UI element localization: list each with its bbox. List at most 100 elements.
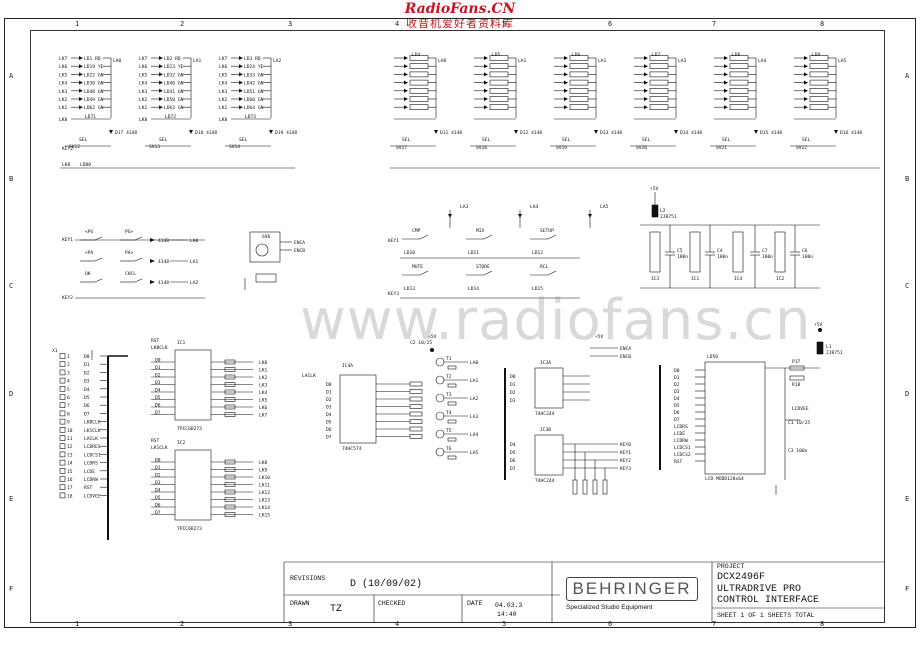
led-ref-label: LD9: [812, 52, 821, 58]
center-watermark: www.radiofans.cn: [300, 288, 812, 353]
led-symbol: [484, 64, 488, 69]
series-resistor: [224, 367, 236, 372]
led-label-box: [649, 104, 669, 110]
lk-label: LK3: [219, 89, 228, 95]
led-symbol: [404, 64, 408, 69]
switch-contact: [419, 234, 429, 240]
transistor-ref: T6: [446, 446, 452, 452]
connector-pin: [59, 435, 66, 441]
led-label-box: [409, 96, 429, 102]
ic-output-label: LK12: [259, 490, 270, 496]
ic3a-input-label: D3: [510, 398, 516, 404]
ic-input-label: D5: [155, 395, 161, 401]
connector-pin-label: D1: [84, 362, 90, 368]
switch-label: SV12: [69, 144, 80, 150]
grid-row-E-left: E: [9, 495, 14, 503]
ic-input-label: D7: [155, 410, 161, 416]
grid-col-3-top: 3: [288, 20, 293, 28]
led-label: LD49 GN: [84, 97, 104, 103]
led-symbol: [804, 97, 808, 101]
r18-resistor: [789, 375, 805, 381]
diode-label: D16 4148: [840, 130, 862, 136]
key-net-out: KEY0: [620, 442, 631, 448]
grid-row-B-left: B: [9, 175, 14, 183]
connector-pin-label: D4: [84, 387, 90, 393]
pullup-resistor: [592, 479, 598, 495]
ic-output-label: LK9: [259, 468, 268, 474]
connector-pin: [59, 426, 66, 433]
lk-label: LK2: [59, 97, 68, 103]
ic-power-ref: IC4: [734, 276, 743, 282]
ic-power-box: [649, 231, 661, 273]
led-symbol: [644, 88, 648, 93]
led-label: LD30 GN: [84, 81, 104, 87]
led-symbol: [404, 88, 408, 93]
connector-pin: [59, 410, 66, 417]
led-label-box: [649, 79, 669, 86]
drawing-inner-border: [30, 30, 885, 623]
transistor: [435, 393, 445, 403]
led-symbol: [644, 64, 648, 69]
connector-pin-label: RST: [84, 485, 93, 491]
connector-pin: [59, 402, 66, 409]
ld-bottom-label: LD72: [165, 114, 176, 120]
drawn-label: DRAWN: [290, 600, 310, 607]
switch-contact: [94, 257, 103, 262]
led-label: LD64 GN: [244, 105, 264, 111]
revisions-label: REVISIONS: [290, 575, 326, 582]
lcd-pin-label: D3: [674, 389, 680, 395]
project-label: PROJECT: [717, 563, 745, 570]
grid-col-6-top: 6: [608, 20, 613, 28]
led-label: LD12: [532, 250, 543, 256]
led-ref-label: LD4: [412, 52, 421, 58]
revision-value: D (10/09/02): [350, 579, 423, 590]
connector-pin-num: 11: [67, 436, 73, 442]
key-caption: PA>: [125, 250, 134, 256]
led-symbol: [564, 64, 568, 69]
ic-input-label: D0: [155, 358, 161, 364]
led-symbol: [724, 97, 728, 101]
ic-input-label: D1: [155, 365, 161, 371]
la-top-label: LA3: [460, 204, 469, 210]
pullup-resistor: [572, 479, 578, 495]
led-label-box: [569, 96, 589, 102]
connector-pin-num: 12: [67, 444, 73, 450]
connector-pin-label: LACLK: [84, 436, 98, 442]
switch-label: SV19: [556, 145, 567, 151]
diode-symbol: [514, 130, 518, 134]
lk-label: LK1: [219, 105, 228, 111]
bus-label: LA1: [193, 58, 202, 64]
led-symbol: [159, 105, 163, 110]
led-symbol: [79, 64, 83, 69]
connector-pin-num: 9: [67, 420, 70, 426]
grid-col-4-bottom: 4: [395, 620, 400, 628]
lk-label: LK5: [219, 72, 228, 78]
ic3a-ref: IC3A: [540, 360, 551, 366]
grid-col-3-bottom: 3: [288, 620, 293, 628]
ic4-input-label: D0: [326, 382, 332, 388]
connector-pin: [59, 394, 66, 400]
ic4-input-label: D7: [326, 435, 332, 441]
lcd-pin-label: D4: [674, 396, 680, 402]
brand-logo: BEHRINGER: [566, 577, 698, 601]
connector-pin: [59, 467, 66, 474]
ic3a-input-label: D0: [510, 374, 516, 380]
led-label: LD22 GN: [84, 72, 104, 78]
pullup-resistor: [602, 479, 608, 495]
lcd-pin-label: LCDCS1: [674, 445, 691, 451]
diode-label: D18 4148: [195, 130, 217, 136]
led-symbol: [159, 97, 163, 101]
connector-pin-label: LCDCS1: [84, 452, 101, 458]
ic4-ref: IC4A: [342, 363, 353, 369]
encoder-pin-label: ENCA: [294, 240, 305, 246]
sel-label: SEL: [482, 137, 491, 143]
led-label-box: [569, 63, 589, 70]
led-symbol: [564, 72, 568, 77]
lcd-pin-label: LCDE: [674, 431, 685, 437]
led-label-box: [489, 71, 509, 78]
led-symbol: [724, 105, 728, 110]
connector-pin-label: LCDVEE: [84, 493, 101, 499]
led-label-box: [489, 96, 509, 102]
led-symbol: [804, 105, 808, 110]
ic4-input-label: D3: [326, 405, 332, 411]
